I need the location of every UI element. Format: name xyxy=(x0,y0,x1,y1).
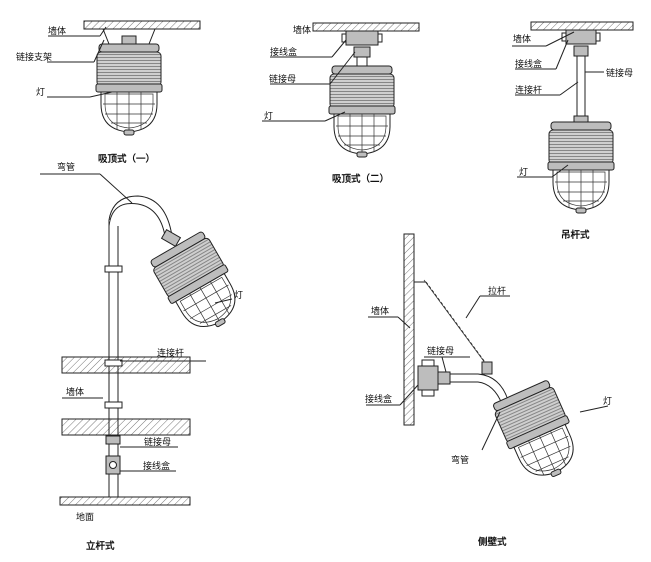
label-lamp: 灯 xyxy=(234,290,243,301)
label-junction-box: 接线盒 xyxy=(270,46,297,58)
connecting-nut xyxy=(105,435,121,445)
label-nut: 链接母 xyxy=(427,345,454,357)
connecting-nut xyxy=(573,45,589,57)
bent-pipe xyxy=(449,373,509,405)
label-bracket: 链接支架 xyxy=(16,51,52,63)
label-nut: 链接母 xyxy=(144,436,171,448)
label-bend-pipe: 弯管 xyxy=(451,454,469,466)
label-wall: 墙体 xyxy=(293,24,311,36)
wall-slab-upper xyxy=(61,356,191,374)
ceiling-slab xyxy=(530,21,634,31)
label-nut: 链接母 xyxy=(269,73,296,85)
caption-ceiling-1: 吸顶式（一） xyxy=(98,153,155,165)
ground-slab xyxy=(59,496,191,506)
label-junction-box: 接线盒 xyxy=(365,393,392,405)
label-wall: 墙体 xyxy=(513,33,531,45)
label-nut: 链接母 xyxy=(606,67,633,79)
lamp-body xyxy=(328,65,396,158)
lamp-body xyxy=(146,229,251,342)
lamp-body xyxy=(95,43,163,136)
junction-box xyxy=(345,30,379,46)
caption-ceiling-2: 吸顶式（二） xyxy=(332,173,389,185)
label-bend-pipe: 弯管 xyxy=(57,161,75,173)
caption-pole: 立杆式 xyxy=(86,540,115,552)
connecting-nut xyxy=(353,46,371,58)
label-lamp: 灯 xyxy=(36,87,45,98)
label-junction-box: 接线盒 xyxy=(515,58,542,70)
label-rod: 连接杆 xyxy=(157,347,184,359)
connecting-rod xyxy=(576,55,586,117)
lamp-body xyxy=(547,121,615,214)
label-wall: 墙体 xyxy=(371,305,389,317)
label-wall: 墙体 xyxy=(48,25,66,37)
label-lamp: 灯 xyxy=(519,167,528,178)
diagram-pendant-mount: 墙体 接线盒 链接母 连接杆 灯 吊杆式 xyxy=(512,21,634,241)
ceiling-slab xyxy=(312,22,420,32)
diagram-pole-mount: 弯管 灯 连接杆 墙体 链接母 接线盒 地面 立杆式 xyxy=(40,161,251,552)
wall-slab-lower xyxy=(61,418,191,436)
label-junction-box: 接线盒 xyxy=(143,460,170,472)
junction-box xyxy=(565,29,597,45)
diagram-side-wall-mount: 墙体 拉杆 链接母 接线盒 灯 弯管 侧壁式 xyxy=(365,233,612,548)
label-ground: 地面 xyxy=(76,511,94,523)
caption-side-wall: 侧壁式 xyxy=(478,536,507,548)
diagram-ceiling-mount-2: 墙体 接线盒 链接母 灯 吸顶式（二） xyxy=(262,22,420,185)
ceiling-slab xyxy=(83,20,201,30)
connecting-nut xyxy=(437,371,451,385)
side-wall xyxy=(403,233,415,426)
label-wall: 墙体 xyxy=(66,386,84,398)
label-lamp: 灯 xyxy=(603,396,612,407)
diagram-ceiling-mount-1: 墙体 链接支架 灯 吸顶式（一） xyxy=(16,20,201,165)
label-rod: 连接杆 xyxy=(515,84,542,96)
label-pull-rod: 拉杆 xyxy=(488,285,506,297)
caption-pendant: 吊杆式 xyxy=(561,229,590,241)
label-lamp: 灯 xyxy=(264,111,273,122)
junction-box xyxy=(417,365,439,391)
pull-rod xyxy=(425,281,491,370)
